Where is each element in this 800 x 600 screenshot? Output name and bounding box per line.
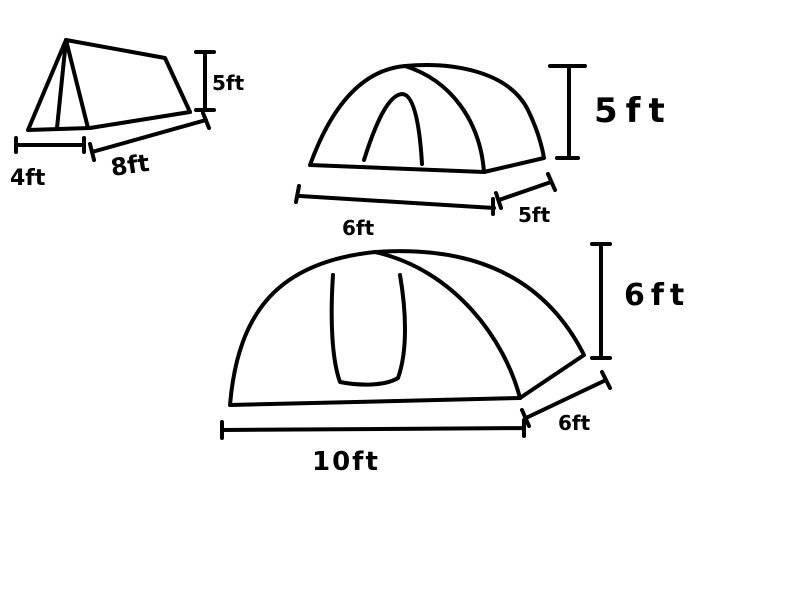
small-tent-outline (26, 38, 192, 132)
small-tent-front-flap (55, 38, 90, 130)
small-tent-width-dimension (14, 136, 86, 154)
large-tent (228, 249, 586, 407)
large-tent-outline (228, 249, 586, 407)
medium-tent-door (362, 92, 424, 166)
medium-tent-side-panel (403, 64, 486, 174)
small-tent (26, 38, 192, 132)
large-tent-height-dimension (590, 242, 612, 360)
small-height-label: 5ft (212, 71, 245, 95)
medium-length-label: 6ft (342, 216, 375, 240)
medium-tent-height-dimension (548, 64, 587, 160)
medium-tent-outline (308, 63, 546, 174)
small-length-label: 8ft (109, 149, 151, 182)
large-height-label: 6ft (624, 278, 690, 313)
large-tent-width-dimension (520, 370, 612, 428)
large-width-label: 6ft (558, 411, 591, 435)
small-width-label: 4ft (10, 166, 46, 191)
large-length-label: 10ft (312, 447, 380, 477)
large-tent-side-panel (373, 250, 522, 400)
small-tent-height-dimension (194, 50, 216, 112)
medium-width-label: 5ft (518, 203, 551, 227)
medium-tent (308, 63, 546, 174)
medium-height-label: 5ft (594, 91, 673, 131)
medium-tent-length-dimension (294, 184, 496, 216)
large-tent-door (329, 273, 407, 387)
small-tent-length-dimension (88, 111, 211, 162)
large-tent-length-dimension (220, 418, 526, 440)
medium-tent-width-dimension (494, 172, 557, 210)
